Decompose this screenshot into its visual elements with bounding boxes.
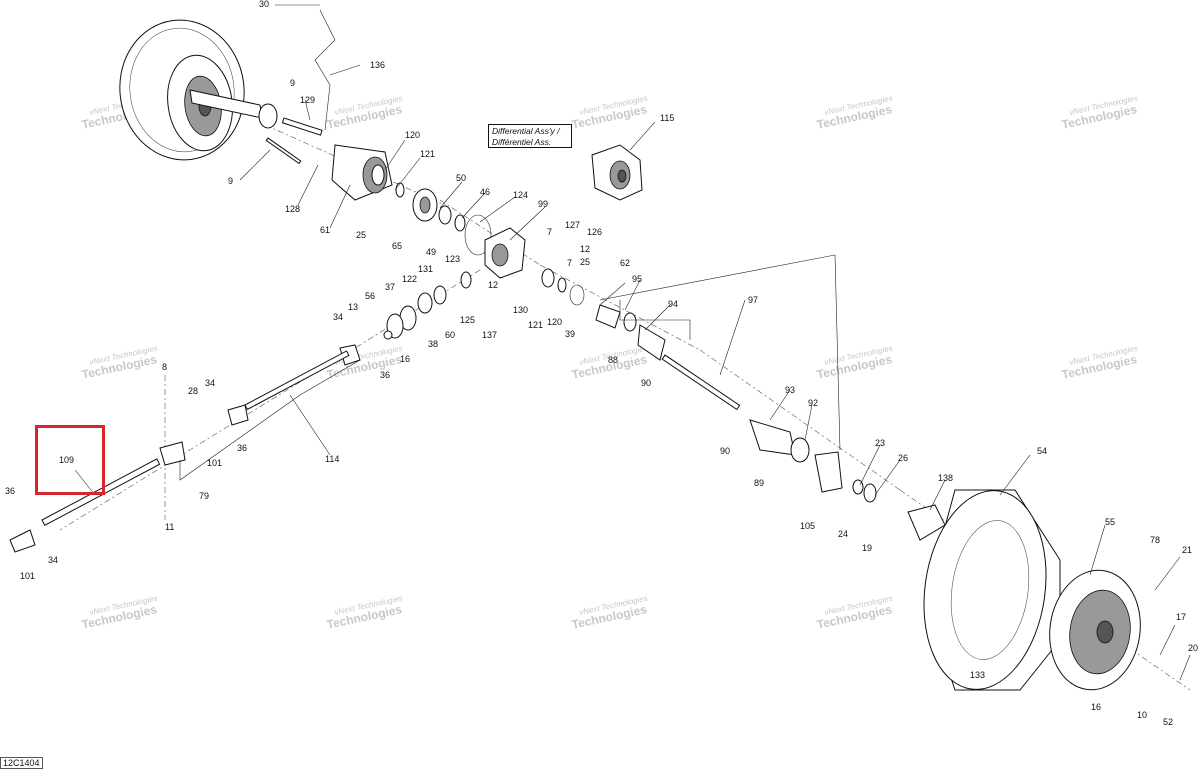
callout-number: 60 — [445, 330, 455, 340]
callout-number: 36 — [5, 486, 15, 496]
callout-number: 26 — [898, 453, 908, 463]
callout-number: 62 — [620, 258, 630, 268]
callout-number: 9 — [228, 176, 233, 186]
callout-number: 120 — [405, 130, 420, 140]
callout-number: 90 — [720, 446, 730, 456]
callout-number: 34 — [205, 378, 215, 388]
callout-number: 109 — [59, 455, 74, 465]
callout-labels: 30 136 9 129 9 128 61 120 121 25 65 50 4… — [5, 0, 1198, 727]
callout-number: 9 — [290, 78, 295, 88]
callout-number: 20 — [1188, 643, 1198, 653]
callout-number: 36 — [237, 443, 247, 453]
differential-label-french: Différentiel Ass. — [492, 137, 552, 147]
callout-number: 17 — [1176, 612, 1186, 622]
callout-number: 11 — [165, 522, 174, 532]
callout-number: 13 — [348, 302, 358, 312]
figure-code: 12C1404 — [0, 757, 43, 769]
differential-assembly-label: Differential Ass'y / Différentiel Ass. — [488, 124, 572, 148]
callout-number: 21 — [1182, 545, 1192, 555]
leader-lines — [74, 4, 1191, 681]
callout-number: 16 — [1091, 702, 1101, 712]
callout-number: 54 — [1037, 446, 1047, 456]
callout-number: 131 — [418, 264, 433, 274]
callout-number: 65 — [392, 241, 402, 251]
callout-number: 7 — [547, 227, 552, 237]
differential-label-english: Differential Ass'y / — [492, 126, 560, 136]
callout-number: 130 — [513, 305, 528, 315]
breather-hose — [314, 9, 336, 131]
callout-number: 28 — [188, 386, 198, 396]
callout-number: 101 — [207, 458, 222, 468]
callout-number: 36 — [380, 370, 390, 380]
callout-number: 37 — [385, 282, 395, 292]
callout-number: 94 — [668, 299, 678, 309]
callout-number: 128 — [285, 204, 300, 214]
callout-number: 38 — [428, 339, 438, 349]
callout-number: 92 — [808, 398, 818, 408]
callout-number: 55 — [1105, 517, 1115, 527]
callout-number: 114 — [325, 454, 339, 464]
differential-parts — [383, 182, 585, 340]
callout-number: 88 — [608, 355, 618, 365]
right-drive-shaft — [595, 304, 877, 503]
callout-number: 127 — [565, 220, 580, 230]
callout-number: 121 — [420, 149, 435, 159]
left-drive-shaft — [227, 344, 361, 426]
upper-left-axle — [189, 89, 323, 165]
callout-number: 101 — [20, 571, 35, 581]
callout-number: 25 — [580, 257, 590, 267]
callout-number: 125 — [460, 315, 475, 325]
differential-assembly — [591, 144, 643, 201]
callout-number: 105 — [800, 521, 815, 531]
callout-number: 25 — [356, 230, 366, 240]
callout-number: 129 — [300, 95, 315, 105]
callout-number: 10 — [1137, 710, 1147, 720]
callout-number: 23 — [875, 438, 885, 448]
callout-number: 50 — [456, 173, 466, 183]
callout-number: 16 — [400, 354, 410, 364]
callout-number: 121 — [528, 320, 543, 330]
callout-number: 61 — [320, 225, 330, 235]
callout-number: 12 — [580, 244, 590, 254]
callout-number: 7 — [567, 258, 572, 268]
callout-number: 115 — [660, 113, 674, 123]
callout-number: 78 — [1150, 535, 1160, 545]
callout-number: 120 — [547, 317, 562, 327]
callout-number: 34 — [333, 312, 343, 322]
callout-number: 124 — [513, 190, 528, 200]
callout-number: 122 — [402, 274, 417, 284]
upper-left-wheel — [119, 19, 245, 161]
callout-number: 138 — [938, 473, 953, 483]
callout-number: 56 — [365, 291, 375, 301]
callout-number: 97 — [748, 295, 758, 305]
callout-number: 79 — [199, 491, 209, 501]
callout-number: 8 — [162, 362, 167, 372]
callout-number: 90 — [641, 378, 651, 388]
callout-number: 46 — [480, 187, 490, 197]
callout-number: 99 — [538, 199, 548, 209]
callout-number: 126 — [587, 227, 602, 237]
callout-number: 93 — [785, 385, 795, 395]
callout-number: 123 — [445, 254, 460, 264]
callout-number: 24 — [838, 529, 848, 539]
axle-housing — [331, 144, 393, 201]
callout-number: 49 — [426, 247, 436, 257]
highlighted-part-box — [35, 425, 105, 495]
callout-number: 39 — [565, 329, 575, 339]
callout-number: 52 — [1163, 717, 1173, 727]
callout-number: 30 — [259, 0, 269, 9]
lower-right-wheel — [907, 489, 1141, 691]
callout-number: 19 — [862, 543, 872, 553]
callout-number: 89 — [754, 478, 764, 488]
callout-number: 136 — [370, 60, 385, 70]
callout-number: 34 — [48, 555, 58, 565]
callout-number: 12 — [488, 280, 498, 290]
callout-number: 95 — [632, 274, 642, 284]
callout-number: 137 — [482, 330, 497, 340]
callout-number: 133 — [970, 670, 985, 680]
